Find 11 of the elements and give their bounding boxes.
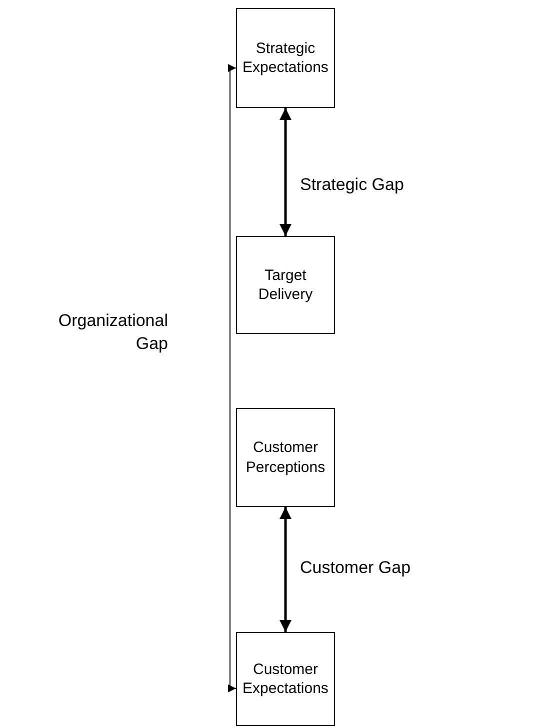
arrow bbox=[280, 108, 292, 236]
box-text: Strategic Expectations bbox=[242, 38, 330, 78]
process-box bbox=[236, 632, 335, 726]
arrow bbox=[280, 507, 292, 632]
box-text: Customer Expectations bbox=[242, 660, 330, 698]
process-box bbox=[236, 408, 335, 507]
box-text: Target Delivery bbox=[257, 266, 314, 304]
box-text: Customer Perceptions bbox=[244, 438, 326, 477]
arrow bbox=[228, 64, 236, 692]
process-box bbox=[236, 8, 335, 108]
process-box bbox=[236, 236, 335, 334]
